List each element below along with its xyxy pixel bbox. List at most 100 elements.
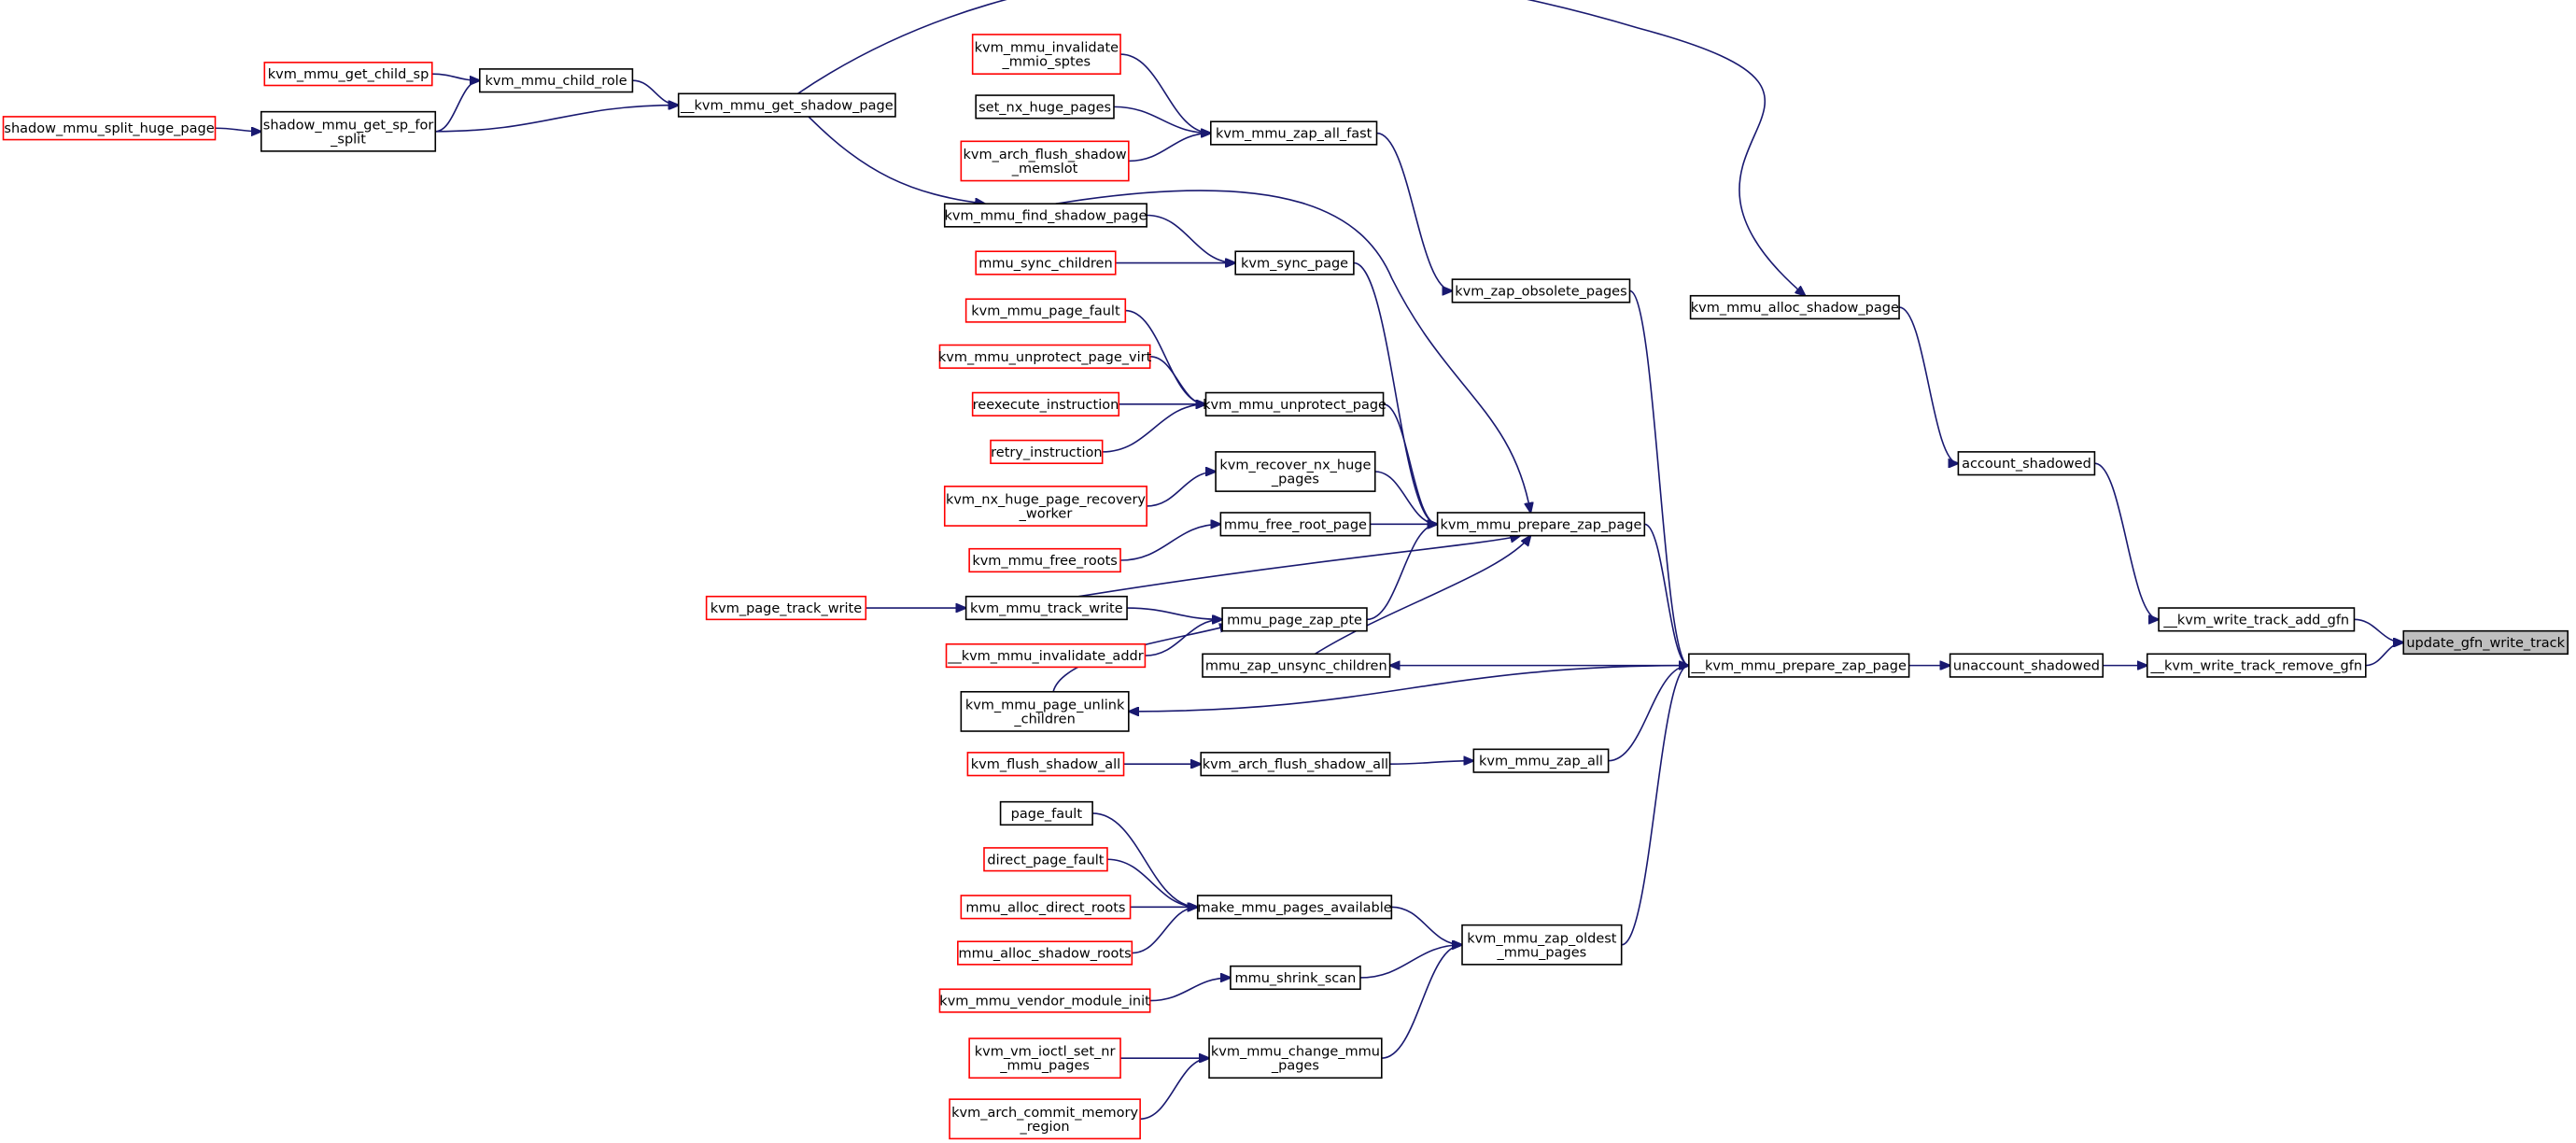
edge-make_mmu_pages_available-to-kvm_mmu_zap_oldest_mmu_pages xyxy=(1391,906,1462,944)
node-kvm_mmu_zap_all_fast[interactable]: kvm_mmu_zap_all_fast xyxy=(1210,120,1378,146)
node-kvm_arch_flush_shadow_all[interactable]: kvm_arch_flush_shadow_all xyxy=(1200,752,1391,777)
node-kvm_recover_nx_huge_pages[interactable]: kvm_recover_nx_huge_pages xyxy=(1215,451,1376,492)
node-retry_instruction[interactable]: retry_instruction xyxy=(990,439,1104,464)
edge-mmu_alloc_shadow_roots-to-make_mmu_pages_available xyxy=(1132,907,1197,954)
node-direct_page_fault[interactable]: direct_page_fault xyxy=(983,847,1108,872)
node-label: _region xyxy=(1020,1120,1070,1135)
node-mmu_alloc_shadow_roots[interactable]: mmu_alloc_shadow_roots xyxy=(957,940,1133,966)
node-account_shadowed[interactable]: account_shadowed xyxy=(1957,451,2096,476)
node-mmu_shrink_scan[interactable]: mmu_shrink_scan xyxy=(1230,965,1361,991)
node-kvm_mmu_get_shadow_page_internal[interactable]: __kvm_mmu_get_shadow_page xyxy=(677,92,896,118)
node-box xyxy=(968,1037,1121,1080)
node-kvm_arch_commit_memory_region[interactable]: kvm_arch_commit_memory_region xyxy=(949,1098,1141,1140)
node-mmu_alloc_direct_roots[interactable]: mmu_alloc_direct_roots xyxy=(960,895,1132,920)
node-kvm_mmu_invalidate_mmio_sptes[interactable]: kvm_mmu_invalidate_mmio_sptes xyxy=(971,34,1121,75)
node-kvm_mmu_track_write[interactable]: kvm_mmu_track_write xyxy=(964,595,1128,621)
edge-kvm_mmu_track_write-to-mmu_page_zap_pte xyxy=(1127,607,1222,619)
edge-kvm_zap_obsolete_pages-to-kvm_mmu_prepare_zap_page_internal xyxy=(1629,289,1688,665)
edge-shadow_mmu_get_sp_for_split-to-kvm_mmu_child_role xyxy=(435,80,480,133)
node-box xyxy=(1204,391,1385,416)
node-label: unaccount_shadowed xyxy=(1953,659,2100,674)
edge-kvm_write_track_add_gfn-to-update_gfn_write_track xyxy=(2354,618,2403,642)
node-kvm_mmu_invalidate_addr[interactable]: __kvm_mmu_invalidate_addr xyxy=(945,642,1147,669)
node-kvm_page_track_write[interactable]: kvm_page_track_write xyxy=(705,595,867,621)
node-box xyxy=(1210,120,1378,146)
node-kvm_nx_huge_page_recovery_worker[interactable]: kvm_nx_huge_page_recovery_worker xyxy=(943,486,1147,527)
node-set_nx_huge_pages[interactable]: set_nx_huge_pages xyxy=(975,94,1115,120)
node-box xyxy=(966,752,1125,777)
node-label: kvm_mmu_prepare_zap_page xyxy=(1441,517,1642,532)
node-kvm_mmu_get_child_sp[interactable]: kvm_mmu_get_child_sp xyxy=(263,62,433,87)
node-update_gfn_write_track[interactable]: update_gfn_write_track xyxy=(2402,629,2569,656)
node-box xyxy=(1688,653,1910,678)
edge-mmu_page_zap_pte-to-kvm_mmu_prepare_zap_page xyxy=(1366,524,1438,621)
node-kvm_mmu_zap_oldest_mmu_pages[interactable]: kvm_mmu_zap_oldest_mmu_pages xyxy=(1461,924,1623,966)
node-label: kvm_zap_obsolete_pages xyxy=(1455,284,1626,299)
node-reexecute_instruction[interactable]: reexecute_instruction xyxy=(971,391,1120,416)
node-unaccount_shadowed[interactable]: unaccount_shadowed xyxy=(1949,653,2104,678)
node-label: __kvm_mmu_invalidate_addr xyxy=(947,649,1144,664)
node-mmu_sync_children[interactable]: mmu_sync_children xyxy=(975,250,1117,275)
edge-kvm_arch_commit_memory_region-to-kvm_mmu_change_mmu_pages xyxy=(1140,1058,1209,1121)
node-label: mmu_alloc_shadow_roots xyxy=(958,947,1131,962)
node-box xyxy=(1472,748,1610,773)
node-kvm_flush_shadow_all[interactable]: kvm_flush_shadow_all xyxy=(966,752,1125,777)
edge-kvm_mmu_unprotect_page-to-kvm_mmu_prepare_zap_page xyxy=(1383,403,1438,524)
node-label: kvm_mmu_track_write xyxy=(970,601,1123,616)
edge-mmu_zap_unsync_children-to-kvm_mmu_prepare_zap_page xyxy=(1314,536,1530,655)
edge-kvm_mmu_find_shadow_page-to-kvm_sync_page xyxy=(1147,214,1235,263)
node-box xyxy=(1689,294,1900,320)
edge-kvm_mmu_prepare_zap_page-to-kvm_mmu_prepare_zap_page_internal xyxy=(1644,523,1689,665)
node-kvm_mmu_unprotect_page_virt[interactable]: kvm_mmu_unprotect_page_virt xyxy=(938,344,1152,369)
node-kvm_mmu_alloc_shadow_page[interactable]: kvm_mmu_alloc_shadow_page xyxy=(1689,294,1900,320)
node-box xyxy=(949,1098,1141,1140)
node-kvm_mmu_free_roots[interactable]: kvm_mmu_free_roots xyxy=(968,547,1121,573)
node-kvm_arch_flush_shadow_memslot[interactable]: kvm_arch_flush_shadow_memslot xyxy=(960,140,1130,182)
node-label: _split xyxy=(330,132,366,147)
node-kvm_mmu_unprotect_page[interactable]: kvm_mmu_unprotect_page xyxy=(1203,391,1387,416)
edge-kvm_mmu_child_role-to-kvm_mmu_get_shadow_page_internal xyxy=(632,79,678,105)
edge-kvm_mmu_alloc_shadow_page-to-account_shadowed xyxy=(1898,306,1958,463)
node-kvm_mmu_vendor_module_init[interactable]: kvm_mmu_vendor_module_init xyxy=(938,988,1151,1013)
node-kvm_vm_ioctl_set_nr_mmu_pages[interactable]: kvm_vm_ioctl_set_nr_mmu_pages xyxy=(968,1037,1121,1080)
node-label: kvm_sync_page xyxy=(1241,257,1348,272)
node-label: shadow_mmu_get_sp_for xyxy=(263,118,434,133)
node-kvm_mmu_page_unlink_children[interactable]: kvm_mmu_page_unlink_children xyxy=(960,690,1130,732)
node-box xyxy=(2,116,217,141)
edge-shadow_mmu_get_sp_for_split-to-kvm_mmu_get_shadow_page_internal xyxy=(435,106,678,133)
node-shadow_mmu_get_sp_for_split[interactable]: shadow_mmu_get_sp_for_split xyxy=(260,110,437,152)
node-kvm_mmu_prepare_zap_page[interactable]: kvm_mmu_prepare_zap_page xyxy=(1436,512,1646,537)
node-kvm_sync_page[interactable]: kvm_sync_page xyxy=(1234,250,1355,275)
node-make_mmu_pages_available[interactable]: make_mmu_pages_available xyxy=(1196,895,1393,920)
edge-kvm_mmu_invalidate_mmio_sptes-to-kvm_mmu_zap_all_fast xyxy=(1120,53,1211,133)
node-page_fault[interactable]: page_fault xyxy=(999,800,1093,826)
node-kvm_write_track_remove_gfn[interactable]: __kvm_write_track_remove_gfn xyxy=(2146,653,2367,678)
node-kvm_write_track_add_gfn[interactable]: __kvm_write_track_add_gfn xyxy=(2158,607,2356,632)
edge-kvm_mmu_find_shadow_page-to-kvm_mmu_prepare_zap_page xyxy=(1055,190,1531,513)
node-mmu_page_zap_pte[interactable]: mmu_page_zap_pte xyxy=(1221,607,1368,632)
node-label: kvm_arch_flush_shadow_all xyxy=(1203,757,1388,772)
node-kvm_mmu_zap_all[interactable]: kvm_mmu_zap_all xyxy=(1472,748,1610,773)
node-box xyxy=(960,895,1132,920)
node-kvm_mmu_prepare_zap_page_internal[interactable]: __kvm_mmu_prepare_zap_page xyxy=(1688,653,1910,678)
node-box xyxy=(1436,512,1646,537)
node-box xyxy=(957,940,1133,966)
node-kvm_mmu_page_fault[interactable]: kvm_mmu_page_fault xyxy=(964,298,1127,323)
node-shadow_mmu_split_huge_page[interactable]: shadow_mmu_split_huge_page xyxy=(2,116,217,141)
node-kvm_mmu_find_shadow_page[interactable]: kvm_mmu_find_shadow_page xyxy=(943,203,1147,228)
node-label: make_mmu_pages_available xyxy=(1197,900,1391,915)
node-mmu_zap_unsync_children[interactable]: mmu_zap_unsync_children xyxy=(1202,653,1391,678)
edge-kvm_mmu_zap_all_fast-to-kvm_zap_obsolete_pages xyxy=(1376,132,1453,291)
node-label: kvm_arch_flush_shadow xyxy=(963,148,1126,162)
node-box xyxy=(1234,250,1355,275)
edges-layer xyxy=(215,0,2404,1121)
node-kvm_mmu_change_mmu_pages[interactable]: kvm_mmu_change_mmu_pages xyxy=(1208,1037,1383,1080)
node-mmu_free_root_page[interactable]: mmu_free_root_page xyxy=(1219,512,1372,537)
node-label: direct_page_fault xyxy=(987,853,1104,868)
node-label: kvm_mmu_zap_oldest xyxy=(1467,931,1617,946)
node-label: update_gfn_write_track xyxy=(2406,636,2565,651)
node-kvm_mmu_child_role[interactable]: kvm_mmu_child_role xyxy=(478,68,634,93)
node-box xyxy=(983,847,1108,872)
edge-page_fault-to-make_mmu_pages_available xyxy=(1092,812,1198,907)
node-kvm_zap_obsolete_pages[interactable]: kvm_zap_obsolete_pages xyxy=(1451,278,1631,303)
